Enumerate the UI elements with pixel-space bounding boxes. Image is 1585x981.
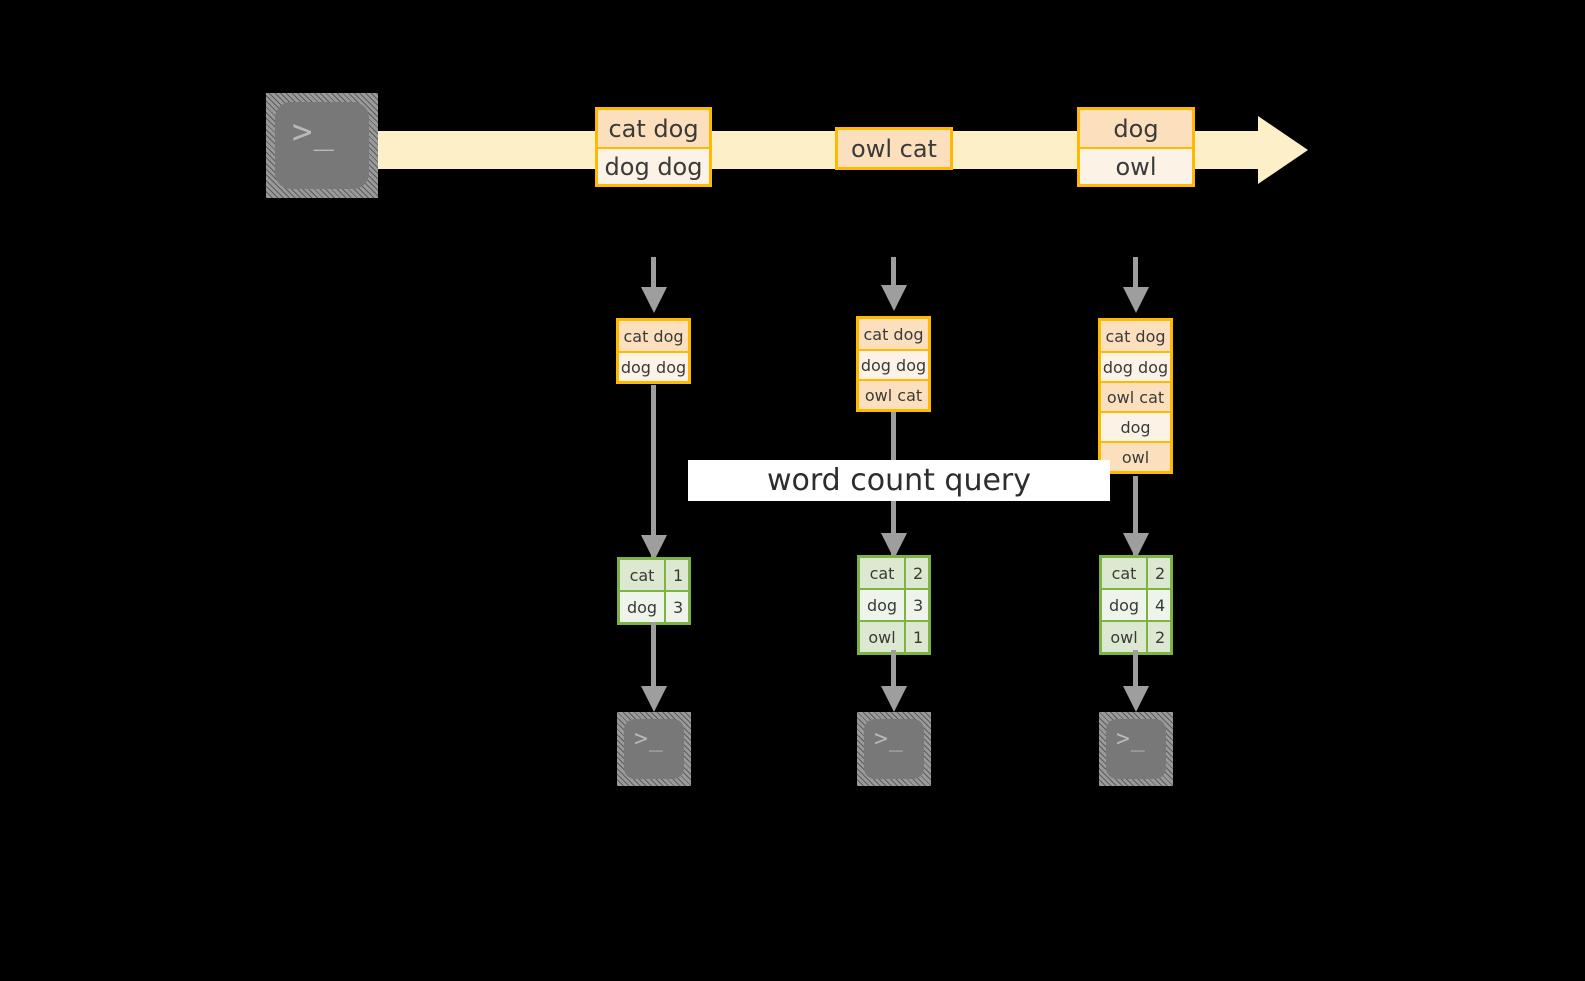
snapshot-3-sink-arrowhead bbox=[1123, 686, 1149, 712]
snapshot-1-input-box[interactable]: cat dog dog dog bbox=[616, 318, 691, 384]
snapshot-1-query-line bbox=[651, 385, 656, 565]
snapshot-3-input-box[interactable]: cat dog dog dog owl cat dog owl bbox=[1098, 318, 1173, 474]
result-count: 1 bbox=[673, 565, 684, 585]
snapshot-3-tap-arrowhead bbox=[1123, 287, 1149, 313]
table-row: dog 4 bbox=[1102, 588, 1170, 620]
result-word: cat bbox=[1102, 558, 1148, 588]
table-row: dog 3 bbox=[620, 590, 688, 622]
snapshot-1-result-table[interactable]: cat 1 dog 3 bbox=[617, 557, 691, 625]
result-word: dog bbox=[1102, 590, 1148, 620]
snapshot-3-sink-line bbox=[1133, 650, 1138, 692]
snapshot-input-line: dog dog bbox=[1101, 351, 1170, 381]
result-count: 3 bbox=[673, 597, 684, 617]
snapshot-input-line: cat dog bbox=[1101, 321, 1170, 351]
sink-terminal-body bbox=[624, 719, 684, 779]
result-word: dog bbox=[620, 592, 666, 622]
snapshot-2-tap-line bbox=[891, 257, 896, 289]
source-terminal-body bbox=[275, 102, 369, 189]
result-word: owl bbox=[860, 622, 906, 652]
result-word: dog bbox=[860, 590, 906, 620]
query-label: word count query bbox=[688, 460, 1110, 501]
snapshot-2-sink-arrowhead bbox=[881, 686, 907, 712]
stream-record-line: owl bbox=[1080, 147, 1192, 184]
sink-terminal-body bbox=[1106, 719, 1166, 779]
snapshot-2-input-box[interactable]: cat dog dog dog owl cat bbox=[856, 316, 931, 412]
snapshot-input-line: dog dog bbox=[619, 351, 688, 381]
snapshot-3-query-arrowhead bbox=[1123, 533, 1149, 559]
stream-arrowhead bbox=[1258, 116, 1308, 184]
snapshot-input-line: dog dog bbox=[859, 349, 928, 379]
stream-record-group-2[interactable]: owl cat bbox=[835, 127, 953, 170]
snapshot-2-sink-line bbox=[891, 650, 896, 692]
snapshot-input-line: cat dog bbox=[619, 321, 688, 351]
snapshot-1-sink-arrowhead bbox=[641, 686, 667, 712]
terminal-prompt-icon: >_ bbox=[634, 726, 664, 752]
sink-terminal-body bbox=[864, 719, 924, 779]
stream-record-line: cat dog bbox=[598, 110, 709, 147]
result-word: cat bbox=[860, 558, 906, 588]
stream-record-line: dog bbox=[1080, 110, 1192, 147]
snapshot-3-tap-line bbox=[1133, 257, 1138, 291]
snapshot-input-line: dog bbox=[1101, 411, 1170, 441]
snapshot-2-query-arrowhead bbox=[881, 533, 907, 559]
result-count: 4 bbox=[1155, 595, 1166, 615]
source-terminal-icon[interactable]: >_ bbox=[266, 93, 378, 198]
table-row: dog 3 bbox=[860, 588, 928, 620]
terminal-prompt-icon: >_ bbox=[1116, 726, 1146, 752]
snapshot-1-tap-line bbox=[651, 257, 656, 291]
stream-record-line: owl cat bbox=[838, 130, 950, 167]
query-label-text: word count query bbox=[766, 463, 1032, 498]
terminal-prompt-icon: >_ bbox=[292, 112, 335, 152]
snapshot-2-tap-arrowhead bbox=[881, 285, 907, 311]
result-word: cat bbox=[620, 560, 666, 590]
snapshot-1-sink-terminal-icon[interactable]: >_ bbox=[617, 712, 691, 786]
table-row: owl 2 bbox=[1102, 620, 1170, 652]
snapshot-3-query-line bbox=[1133, 476, 1138, 564]
snapshot-3-sink-terminal-icon[interactable]: >_ bbox=[1099, 712, 1173, 786]
snapshot-input-line: owl cat bbox=[859, 379, 928, 409]
snapshot-input-line: cat dog bbox=[859, 319, 928, 349]
stream-record-group-3[interactable]: dog owl bbox=[1077, 107, 1195, 187]
result-count: 2 bbox=[1155, 627, 1166, 647]
snapshot-3-result-table[interactable]: cat 2 dog 4 owl 2 bbox=[1099, 555, 1173, 655]
result-count: 1 bbox=[913, 627, 924, 647]
stream-record-line: dog dog bbox=[598, 147, 709, 184]
table-row: cat 2 bbox=[860, 558, 928, 588]
table-row: owl 1 bbox=[860, 620, 928, 652]
snapshot-2-result-table[interactable]: cat 2 dog 3 owl 1 bbox=[857, 555, 931, 655]
result-count: 2 bbox=[1155, 563, 1166, 583]
snapshot-input-line: owl bbox=[1101, 441, 1170, 471]
table-row: cat 1 bbox=[620, 560, 688, 590]
snapshot-1-sink-line bbox=[651, 622, 656, 692]
table-row: cat 2 bbox=[1102, 558, 1170, 588]
result-count: 2 bbox=[913, 563, 924, 583]
snapshot-1-tap-arrowhead bbox=[641, 287, 667, 313]
stream-record-group-1[interactable]: cat dog dog dog bbox=[595, 107, 712, 187]
result-count: 3 bbox=[913, 595, 924, 615]
terminal-prompt-icon: >_ bbox=[874, 726, 904, 752]
snapshot-2-sink-terminal-icon[interactable]: >_ bbox=[857, 712, 931, 786]
snapshot-input-line: owl cat bbox=[1101, 381, 1170, 411]
result-word: owl bbox=[1102, 622, 1148, 652]
snapshot-1-query-arrowhead bbox=[641, 535, 667, 561]
